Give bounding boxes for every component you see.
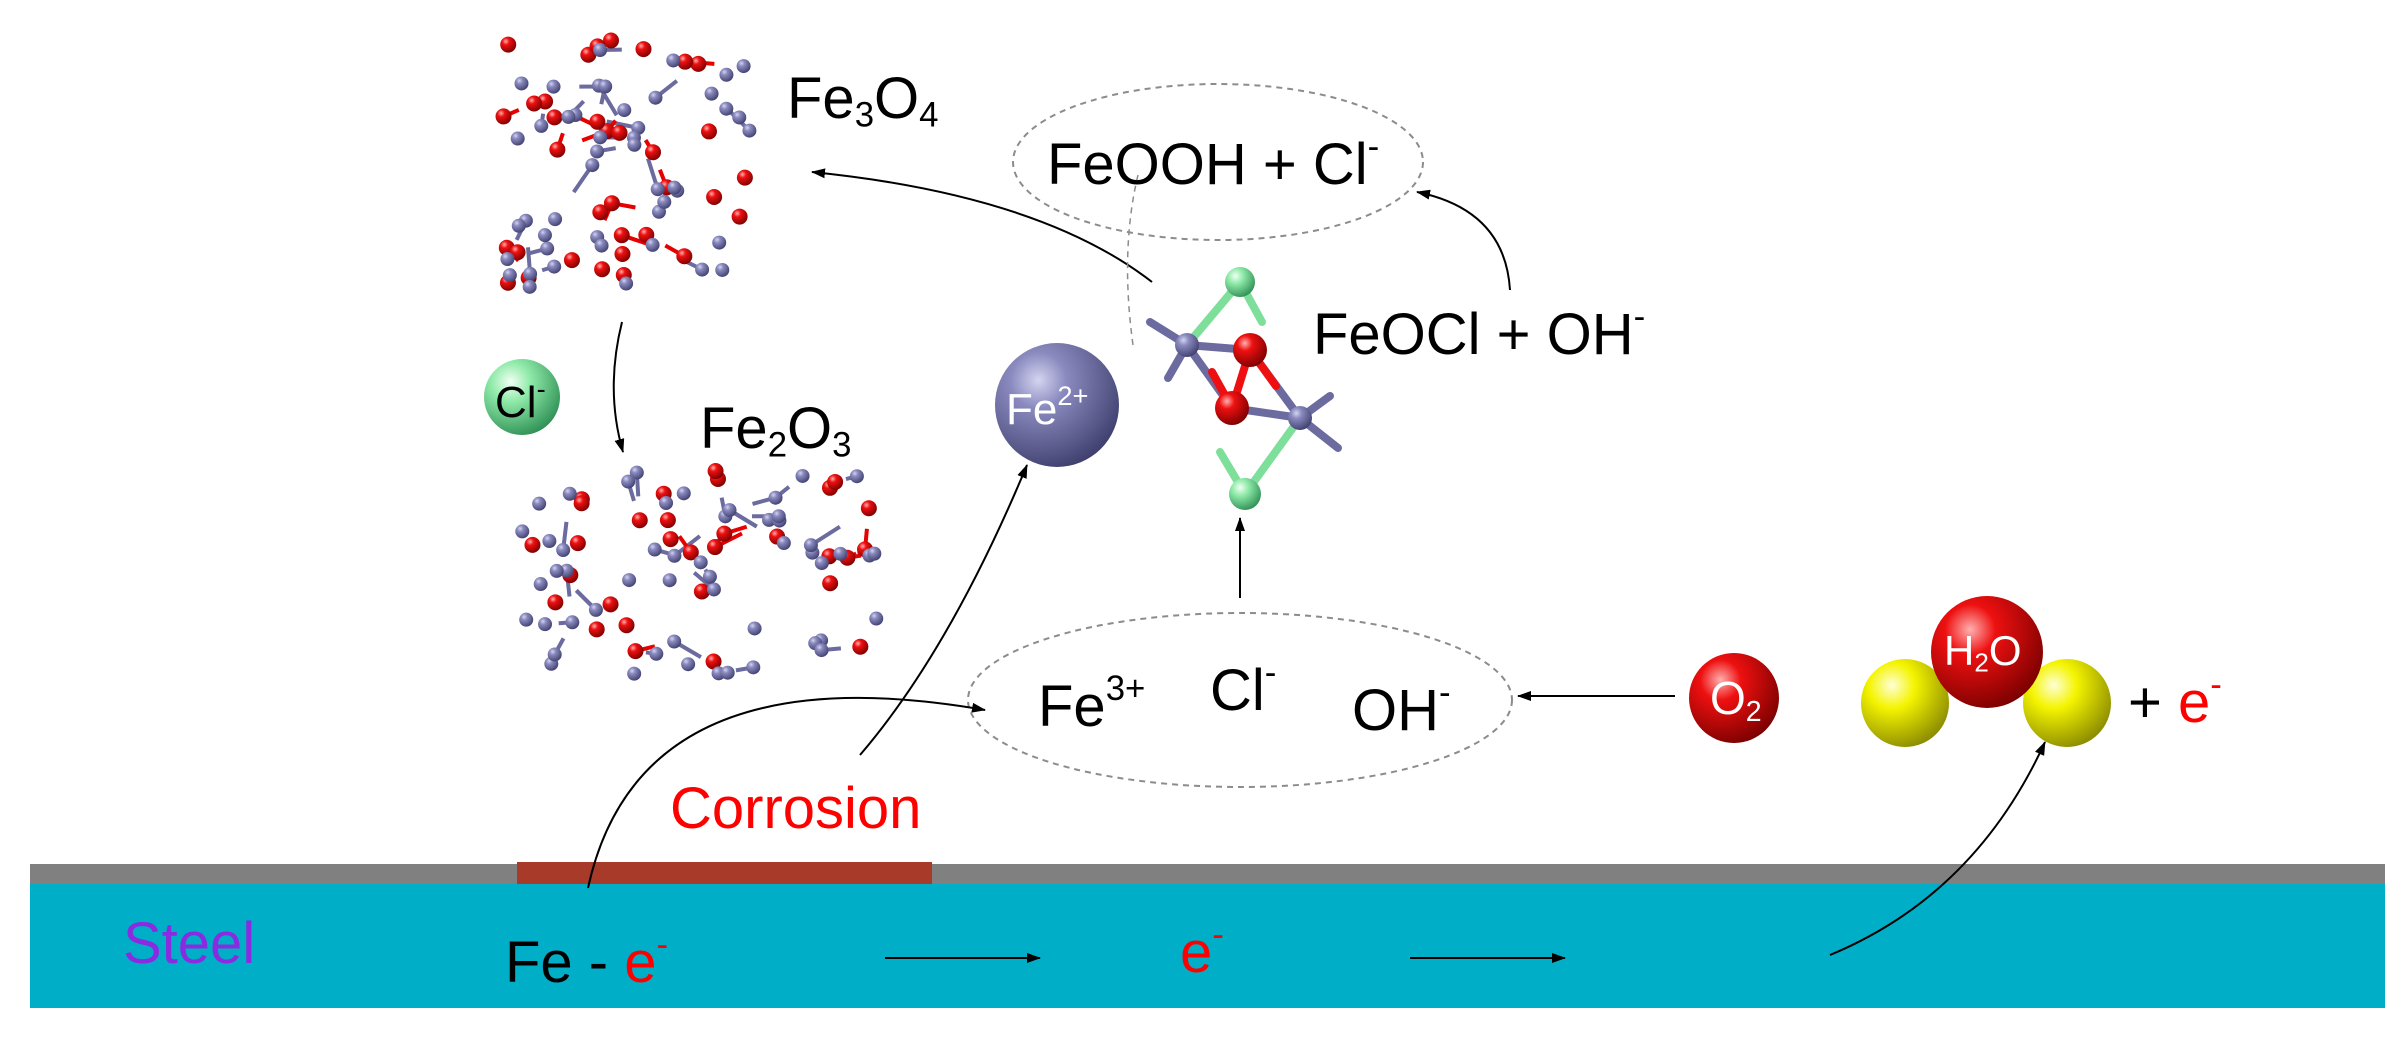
feooh-ellipse [1012, 83, 1424, 241]
feooh-label: FeOOH + Cl- [1047, 127, 1380, 198]
chloride-ion-icon [484, 359, 560, 435]
steel-surface-layer [30, 864, 2385, 884]
electron-label: e- [1180, 915, 1224, 986]
arrow-fe3o4-to-fe2o3 [612, 321, 625, 453]
arrow-feocl-to-feooh [1416, 189, 1511, 291]
oxygen-label: O2 [1710, 672, 1762, 729]
arrow-corrosion-to-fe2plus [859, 464, 1028, 756]
steel-substrate [30, 882, 2385, 1008]
water-molecule-icon [1861, 596, 2111, 747]
arrow-fe-to-ions [587, 696, 986, 889]
ions-ellipse [967, 612, 1513, 788]
fe2o3-label: Fe2O3 [700, 396, 852, 465]
steel-label: Steel [123, 911, 256, 976]
feocl-label: FeOCl + OH- [1313, 297, 1646, 368]
ferrous-ion-icon [995, 343, 1119, 467]
fe3plus-label: Fe3+ [1038, 669, 1146, 740]
water-label: H2O [1944, 627, 2022, 678]
corrosion-label: Corrosion [670, 776, 922, 841]
chloride-ion-label: Cl- [495, 373, 546, 428]
cl-label: Cl- [1210, 653, 1277, 724]
fe-oxidation-label: Fe - e- [505, 925, 669, 996]
plus-electron-label: + e- [2128, 665, 2222, 736]
ferrous-ion-label: Fe2+ [1006, 380, 1089, 435]
feocl-molecule-icon [1146, 267, 1342, 510]
fe2o3-crystal-icon [515, 463, 884, 681]
dashed-link-feocl-to-feooh [1126, 174, 1139, 346]
oh-label: OH- [1352, 673, 1451, 744]
oxygen-molecule-icon [1689, 653, 1779, 743]
corrosion-patch [517, 862, 932, 884]
arrow-feocl-to-fe3o4 [811, 168, 1153, 283]
fe3o4-crystal-icon [495, 32, 757, 294]
arrow-to-water [1829, 741, 2046, 956]
fe3o4-label: Fe3O4 [787, 66, 939, 135]
